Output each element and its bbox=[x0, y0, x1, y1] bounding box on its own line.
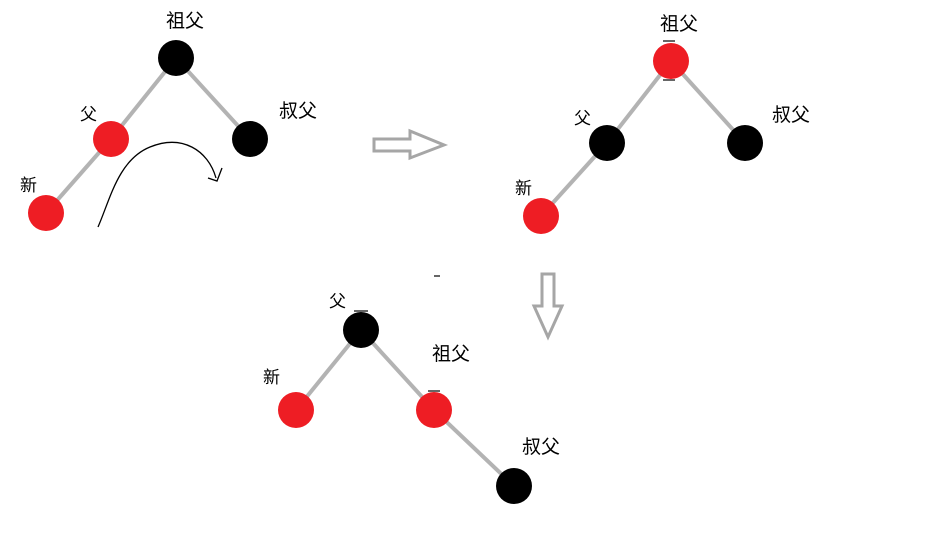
label-grandparent: 祖父 bbox=[166, 10, 204, 32]
label-parent: 父 bbox=[574, 109, 591, 129]
node-parent bbox=[589, 125, 625, 161]
node-new bbox=[523, 198, 559, 234]
node-uncle bbox=[232, 121, 268, 157]
node-grandparent bbox=[653, 43, 689, 79]
label-new: 新 bbox=[515, 179, 532, 199]
node-parent bbox=[93, 121, 129, 157]
node-uncle bbox=[727, 125, 763, 161]
label-grandparent: 祖父 bbox=[660, 13, 698, 35]
hollow-arrow-right-icon bbox=[372, 128, 449, 161]
edge-grandparent-uncle bbox=[174, 56, 252, 141]
node-grandparent bbox=[416, 392, 452, 428]
node-grandparent bbox=[158, 40, 194, 76]
label-new: 新 bbox=[263, 368, 280, 388]
tree-before-recolor: 祖父 父 叔父 新 bbox=[20, 10, 317, 231]
tree-after-rotation: 父 新 祖父 叔父 bbox=[263, 292, 560, 504]
label-parent: 父 bbox=[80, 105, 97, 125]
edge-grandparent-uncle bbox=[432, 408, 516, 488]
edge-parent-grandparent bbox=[359, 328, 436, 412]
label-uncle: 叔父 bbox=[279, 100, 317, 122]
label-uncle: 叔父 bbox=[522, 436, 560, 458]
node-parent bbox=[343, 312, 379, 348]
node-new bbox=[278, 392, 314, 428]
node-new bbox=[28, 195, 64, 231]
hollow-arrow-down-icon bbox=[531, 272, 565, 341]
curved-rotate-right-arrow-icon bbox=[97, 141, 223, 228]
label-parent: 父 bbox=[329, 292, 346, 312]
tree-after-recolor: 祖父 父 叔父 新 bbox=[515, 13, 810, 234]
label-grandparent: 祖父 bbox=[432, 343, 470, 365]
edge-grandparent-uncle bbox=[669, 59, 747, 145]
label-new: 新 bbox=[20, 176, 37, 196]
label-uncle: 叔父 bbox=[772, 104, 810, 126]
node-uncle bbox=[496, 468, 532, 504]
